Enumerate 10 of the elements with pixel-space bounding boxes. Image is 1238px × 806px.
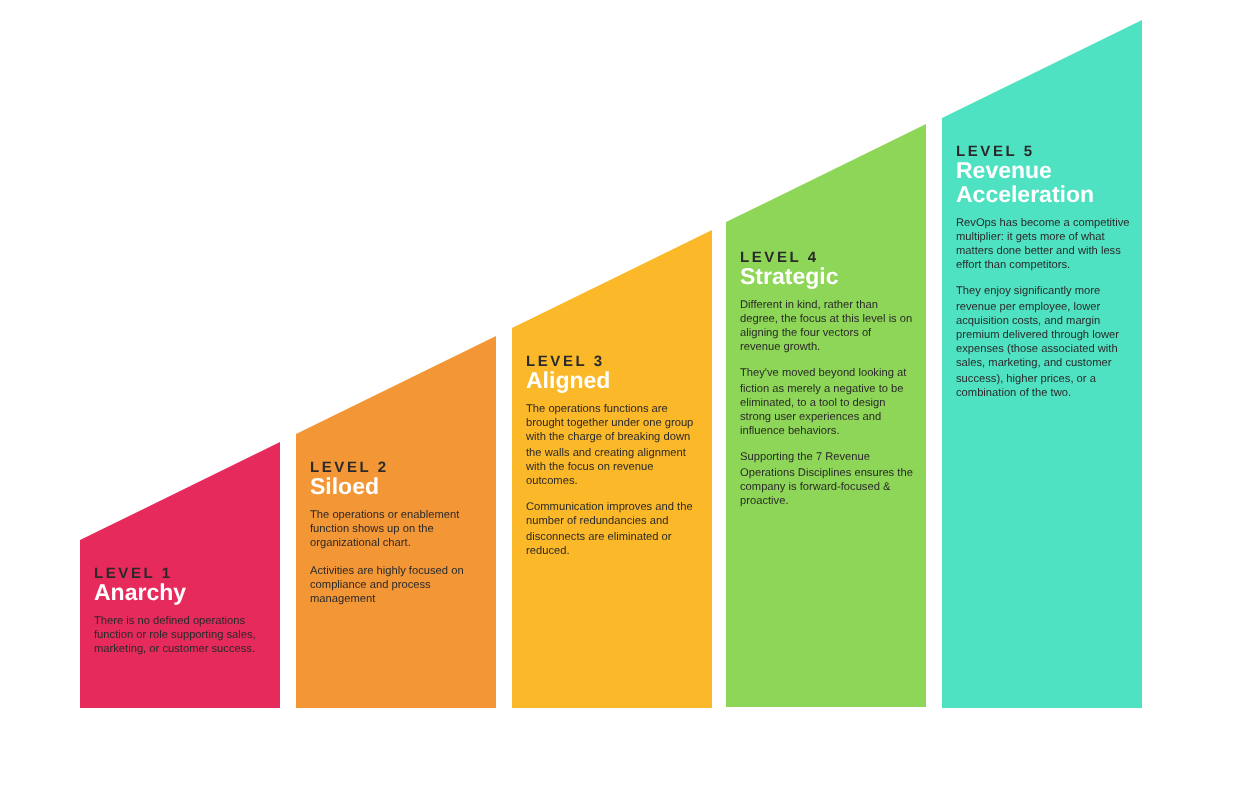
step-panel: [942, 19, 1142, 708]
step-panel: [512, 229, 712, 708]
level-title: Anarchy: [94, 581, 189, 606]
level-title: Aligned: [526, 370, 613, 395]
step-panel: [80, 441, 280, 708]
step-panel: [726, 124, 926, 708]
level-title: Siloed: [310, 476, 382, 500]
level-title: Strategic: [740, 265, 841, 290]
level-title: Revenue Acceleration: [956, 159, 1097, 208]
step-panel: [296, 335, 496, 708]
